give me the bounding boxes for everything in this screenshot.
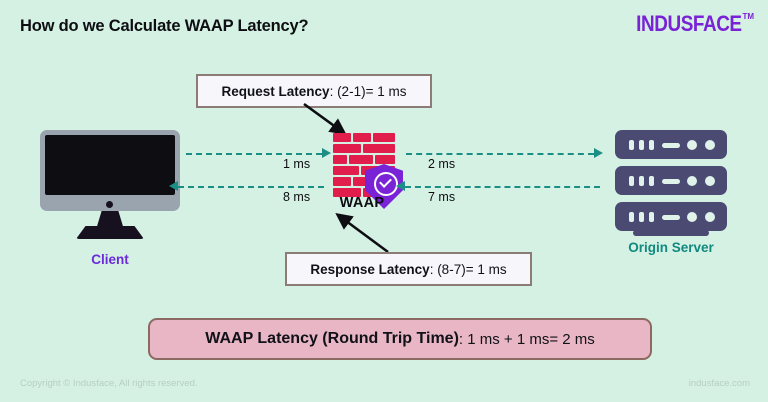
origin-server-label: Origin Server [628, 240, 714, 255]
summary-value: : 1 ms + 1 ms= 2 ms [458, 330, 595, 348]
flow-client-to-waap [186, 153, 322, 155]
waap-node: WAAP [333, 133, 403, 215]
origin-server-node: Origin Server [615, 130, 727, 255]
request-latency-value: : (2-1)= 1 ms [329, 83, 407, 99]
response-latency-callout: Response Latency : (8-7)= 1 ms [285, 252, 532, 286]
client-label: Client [91, 252, 129, 267]
monitor-power-dot [106, 201, 113, 208]
summary-label: WAAP Latency (Round Trip Time) [205, 330, 459, 347]
flow-server-to-waap-arrowhead [396, 181, 405, 191]
flow-waap-to-server [406, 153, 594, 155]
trademark-symbol: TM [742, 12, 754, 21]
server-rack-unit [615, 130, 727, 159]
request-pointer-arrow [303, 102, 347, 135]
request-latency-label: Request Latency [221, 83, 330, 99]
response-pointer-arrow [335, 212, 389, 254]
latency-label-server-to-waap: 7 ms [428, 190, 456, 204]
latency-label-client-to-waap: 1 ms [283, 157, 311, 171]
flow-waap-to-client [178, 186, 324, 188]
server-rack-base [633, 230, 709, 236]
server-rack-unit [615, 166, 727, 195]
latency-label-waap-to-server: 2 ms [428, 157, 456, 171]
waap-label: WAAP [339, 195, 385, 211]
response-latency-label: Response Latency [310, 261, 430, 277]
flow-waap-to-server-arrowhead [594, 148, 603, 158]
monitor-screen [45, 135, 175, 195]
page-title: How do we Calculate WAAP Latency? [20, 17, 309, 35]
server-rack-unit [615, 202, 727, 231]
flow-server-to-waap [405, 186, 600, 188]
latency-label-waap-to-client: 8 ms [283, 190, 311, 204]
flow-client-to-waap-arrowhead [322, 148, 331, 158]
client-node: Client [40, 130, 180, 267]
footer-copyright: Copyright © Indusface, All rights reserv… [20, 378, 198, 389]
indusface-logo: INDUSFACE TM [619, 11, 754, 37]
monitor-body [40, 130, 180, 211]
flow-waap-to-client-arrowhead [169, 181, 178, 191]
request-latency-callout: Request Latency : (2-1)= 1 ms [196, 74, 432, 108]
response-latency-value: : (8-7)= 1 ms [429, 261, 507, 277]
waap-latency-summary-box: WAAP Latency (Round Trip Time) : 1 ms + … [148, 318, 652, 360]
footer-website: indusface.com [688, 378, 750, 389]
monitor-stand-base [76, 226, 144, 239]
logo-wordmark: INDUSFACE [635, 11, 742, 36]
